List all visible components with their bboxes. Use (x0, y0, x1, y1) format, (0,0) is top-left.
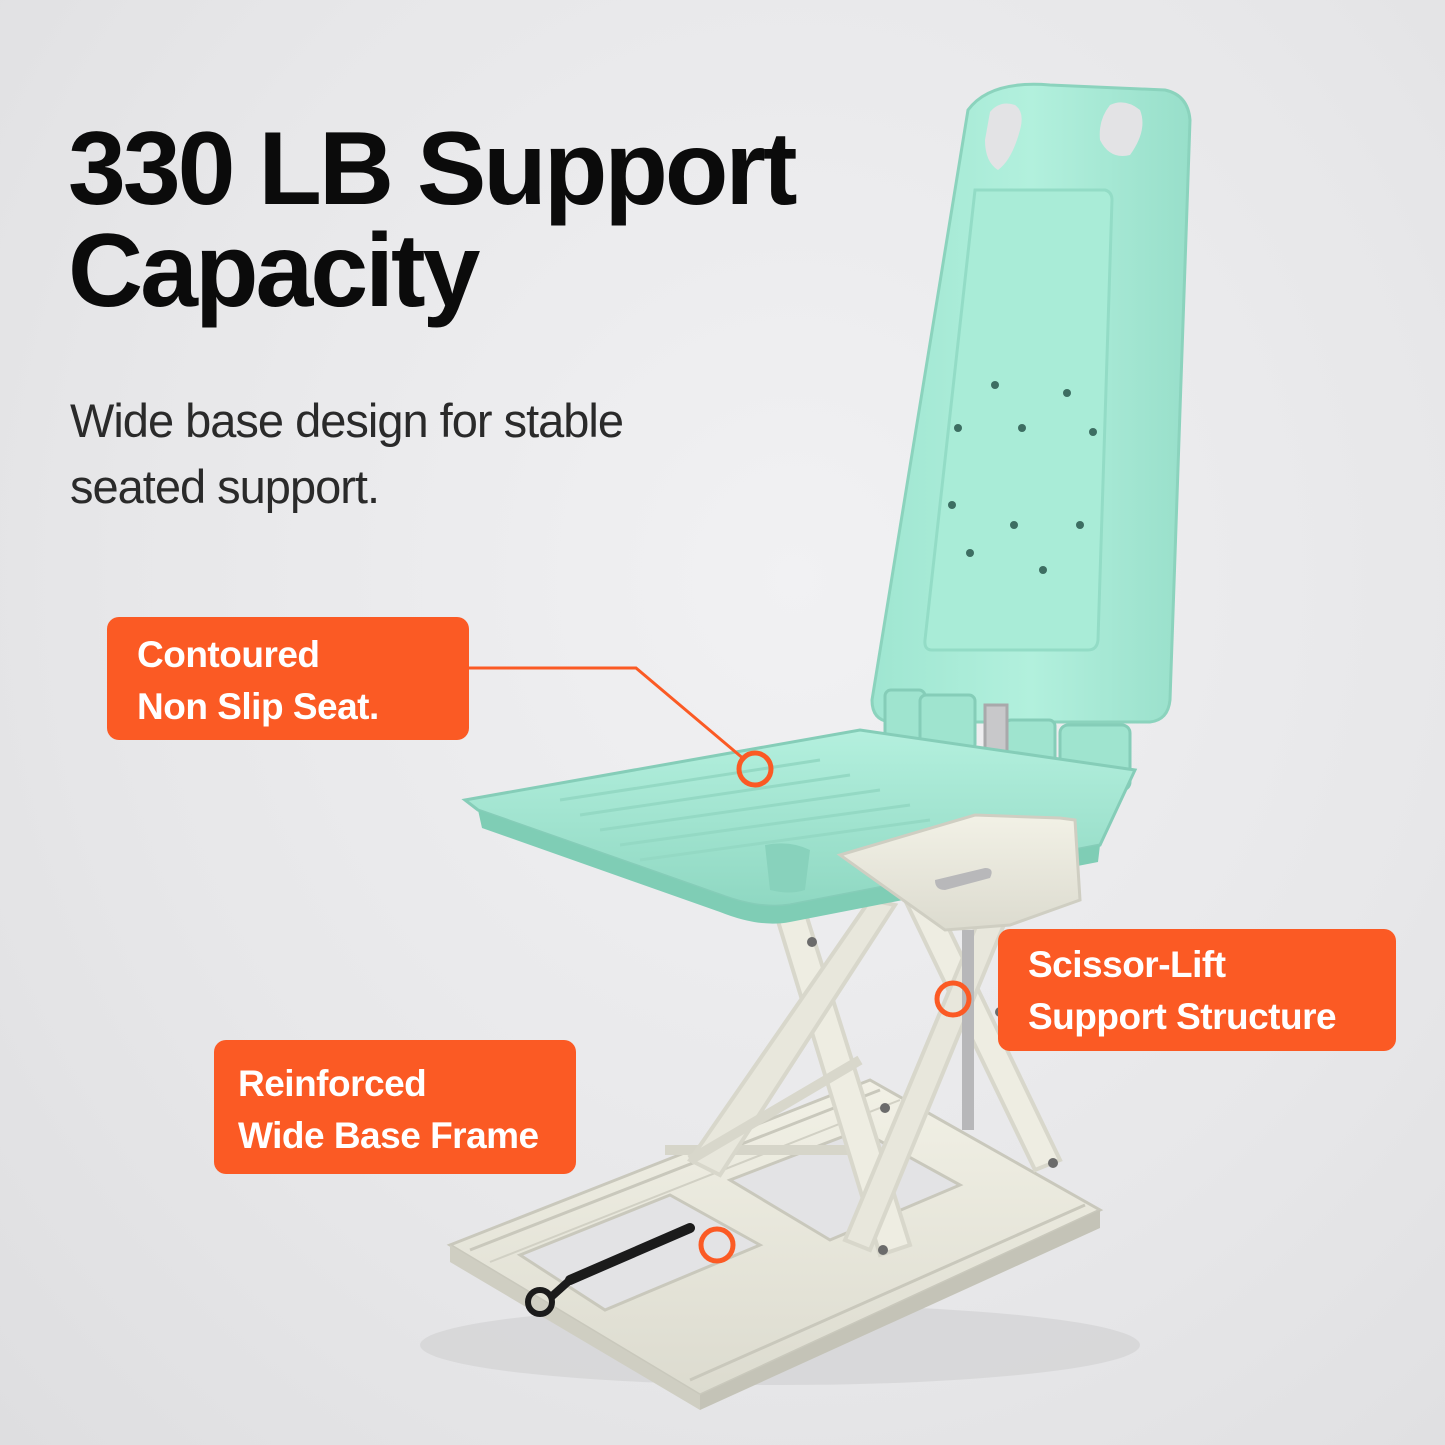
callout-base-line-2: Wide Base Frame (238, 1115, 539, 1156)
callout-seat-line-1: Contoured (137, 634, 320, 675)
subtitle: Wide base design for stable seated suppo… (70, 388, 770, 520)
backrest (870, 82, 1192, 724)
drain-holes (948, 381, 1097, 574)
base-marker-icon (698, 1226, 736, 1264)
base-frame (446, 1078, 1104, 1410)
seat-callout-leader-line (469, 666, 746, 762)
lift-rod (962, 930, 974, 1130)
callout-base-line-1: Reinforced (238, 1063, 427, 1104)
headline-line-1: 330 LB Support (68, 111, 798, 227)
callout-seat-line-2: Non Slip Seat. (137, 686, 379, 727)
callout-lift-line-2: Support Structure (1028, 996, 1337, 1037)
callout-lift: Scissor-Lift Support Structure (998, 929, 1396, 1051)
frame-bolts (807, 937, 1058, 1255)
callout-seat: Contoured Non Slip Seat. (107, 617, 469, 740)
side-tray (836, 813, 1082, 932)
seat-grip-texture (559, 758, 931, 862)
headline-line-2: Capacity (68, 213, 481, 329)
callout-base: Reinforced Wide Base Frame (214, 1040, 576, 1174)
strap (525, 1223, 695, 1317)
subtitle-line-2: seated support. (70, 460, 380, 513)
headline: 330 LB Support Capacity (68, 111, 968, 329)
lift-marker-icon (934, 980, 972, 1018)
callout-lift-line-1: Scissor-Lift (1028, 944, 1226, 985)
seat-marker-icon (736, 750, 774, 788)
subtitle-line-1: Wide base design for stable (70, 394, 624, 447)
